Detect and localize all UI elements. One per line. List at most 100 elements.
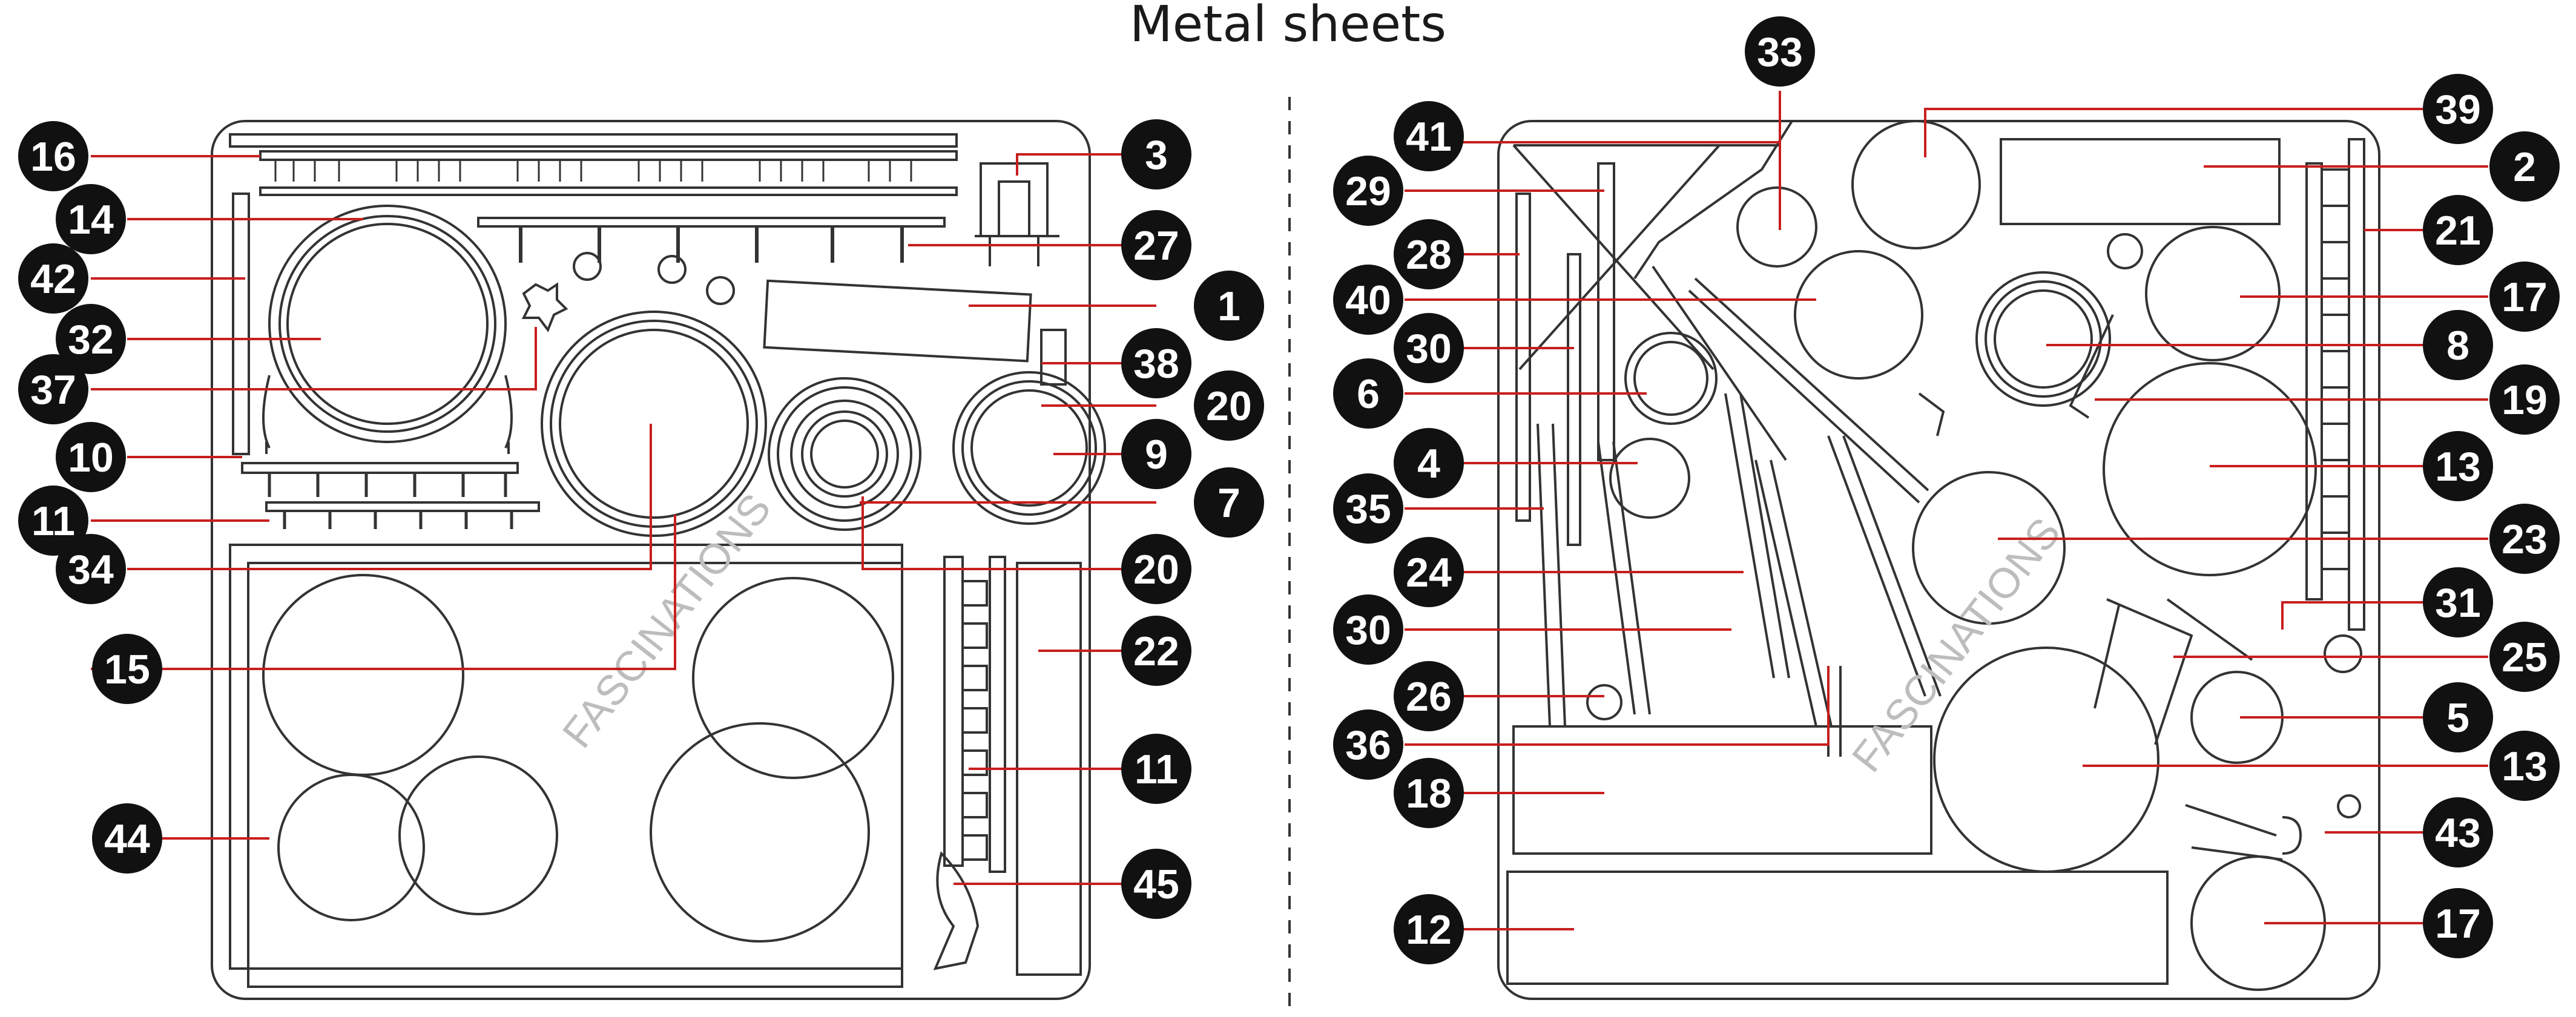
callout-badge: 31 bbox=[2423, 567, 2493, 637]
callout-badge: 30 bbox=[1333, 594, 1403, 665]
callout-badge: 20 bbox=[1194, 370, 1264, 441]
callout-number: 33 bbox=[1757, 29, 1803, 75]
callout-badge: 32 bbox=[56, 304, 126, 374]
callout-number: 32 bbox=[68, 317, 114, 363]
callout-number: 11 bbox=[1135, 746, 1178, 792]
callout-badge: 28 bbox=[1394, 219, 1464, 289]
callout-badge: 13 bbox=[2489, 731, 2560, 801]
callout-number: 38 bbox=[1133, 341, 1179, 387]
callout-number: 41 bbox=[1406, 114, 1452, 160]
callouts: 16 14 42 32 37 10 11 34 15 44 3 27 1 38 … bbox=[18, 16, 2560, 964]
callout-badge: 22 bbox=[1121, 616, 1191, 686]
callout-badge: 19 bbox=[2489, 364, 2560, 435]
callout-badge: 3 bbox=[1121, 119, 1191, 189]
callout-number: 14 bbox=[68, 197, 114, 243]
callout-number: 36 bbox=[1345, 722, 1391, 768]
callout-badge: 23 bbox=[2489, 504, 2560, 574]
callout-number: 43 bbox=[2435, 810, 2481, 856]
callout-number: 17 bbox=[2435, 901, 2481, 947]
callout-badge: 34 bbox=[56, 534, 126, 604]
callout-number: 21 bbox=[2435, 208, 2481, 254]
callout-number: 16 bbox=[30, 134, 76, 180]
callout-badge: 15 bbox=[92, 634, 162, 704]
callout-badge: 44 bbox=[92, 803, 162, 874]
callout-number: 6 bbox=[1357, 371, 1380, 417]
callout-badge: 1 bbox=[1194, 271, 1264, 341]
callout-badge: 17 bbox=[2489, 262, 2560, 332]
callout-number: 8 bbox=[2446, 323, 2469, 369]
callout-number: 31 bbox=[2435, 580, 2481, 626]
callout-number: 29 bbox=[1345, 168, 1391, 214]
callout-number: 13 bbox=[2435, 444, 2481, 490]
callout-number: 35 bbox=[1345, 486, 1391, 532]
callout-badge: 36 bbox=[1333, 709, 1403, 780]
callout-badge: 35 bbox=[1333, 473, 1403, 544]
callout-number: 45 bbox=[1133, 861, 1179, 907]
left-metal-sheet bbox=[211, 120, 1106, 1000]
callout-number: 26 bbox=[1406, 674, 1452, 720]
callout-badge: 40 bbox=[1333, 265, 1403, 335]
callout-badge: 18 bbox=[1394, 758, 1464, 828]
callout-number: 7 bbox=[1217, 480, 1240, 526]
callout-number: 13 bbox=[2502, 743, 2548, 789]
callout-number: 11 bbox=[31, 498, 75, 544]
callout-badge: 9 bbox=[1121, 419, 1191, 489]
callout-number: 39 bbox=[2435, 87, 2481, 133]
callout-badge: 33 bbox=[1745, 16, 1815, 87]
callout-badge: 20 bbox=[1121, 534, 1191, 604]
callout-number: 27 bbox=[1133, 223, 1179, 269]
page-title: Metal sheets bbox=[1130, 0, 1446, 53]
callout-badge: 30 bbox=[1394, 313, 1464, 383]
callout-badge: 8 bbox=[2423, 310, 2493, 380]
callout-badge: 5 bbox=[2423, 682, 2493, 752]
callout-badge: 2 bbox=[2489, 131, 2560, 202]
callout-badge: 11 bbox=[1121, 734, 1191, 804]
callout-number: 40 bbox=[1345, 277, 1391, 323]
callout-number: 10 bbox=[68, 435, 114, 481]
callout-number: 4 bbox=[1417, 441, 1440, 487]
callout-number: 25 bbox=[2502, 634, 2548, 680]
callout-number: 30 bbox=[1406, 326, 1452, 372]
callout-number: 3 bbox=[1145, 132, 1168, 178]
callout-number: 18 bbox=[1406, 771, 1452, 817]
callout-number: 1 bbox=[1217, 283, 1240, 329]
callout-badge: 4 bbox=[1394, 428, 1464, 498]
callout-badge: 38 bbox=[1121, 328, 1191, 398]
callout-number: 22 bbox=[1133, 628, 1179, 674]
callout-badge: 17 bbox=[2423, 888, 2493, 958]
callout-badge: 16 bbox=[18, 121, 88, 191]
right-metal-sheet bbox=[1497, 120, 2380, 1000]
callout-number: 37 bbox=[30, 367, 76, 413]
callout-number: 19 bbox=[2502, 377, 2548, 423]
callout-badge: 10 bbox=[56, 422, 126, 492]
callout-number: 20 bbox=[1133, 547, 1179, 593]
callout-badge: 14 bbox=[56, 184, 126, 254]
callout-badge: 41 bbox=[1394, 101, 1464, 171]
callout-number: 5 bbox=[2446, 695, 2469, 741]
leader-lines bbox=[91, 91, 2488, 930]
callout-badge: 45 bbox=[1121, 849, 1191, 919]
callout-badge: 37 bbox=[18, 354, 88, 424]
callout-number: 30 bbox=[1345, 607, 1391, 653]
callout-badge: 13 bbox=[2423, 431, 2493, 501]
callout-badge: 43 bbox=[2423, 797, 2493, 867]
callout-badge: 29 bbox=[1333, 156, 1403, 226]
callout-badge: 7 bbox=[1194, 467, 1264, 538]
callout-number: 20 bbox=[1206, 383, 1252, 429]
callout-number: 17 bbox=[2502, 274, 2548, 320]
callout-badge: 21 bbox=[2423, 195, 2493, 265]
callout-badge: 11 bbox=[18, 485, 88, 556]
callout-number: 12 bbox=[1406, 907, 1452, 953]
callout-badge: 12 bbox=[1394, 894, 1464, 964]
callout-badge: 42 bbox=[18, 243, 88, 314]
callout-number: 9 bbox=[1145, 432, 1168, 478]
callout-number: 2 bbox=[2513, 144, 2536, 190]
callout-number: 42 bbox=[30, 256, 76, 302]
callout-number: 23 bbox=[2502, 516, 2548, 562]
callout-number: 44 bbox=[104, 816, 150, 862]
callout-number: 24 bbox=[1406, 550, 1452, 596]
callout-number: 28 bbox=[1406, 232, 1452, 278]
callout-badge: 39 bbox=[2423, 74, 2493, 144]
callout-badge: 6 bbox=[1333, 358, 1403, 429]
